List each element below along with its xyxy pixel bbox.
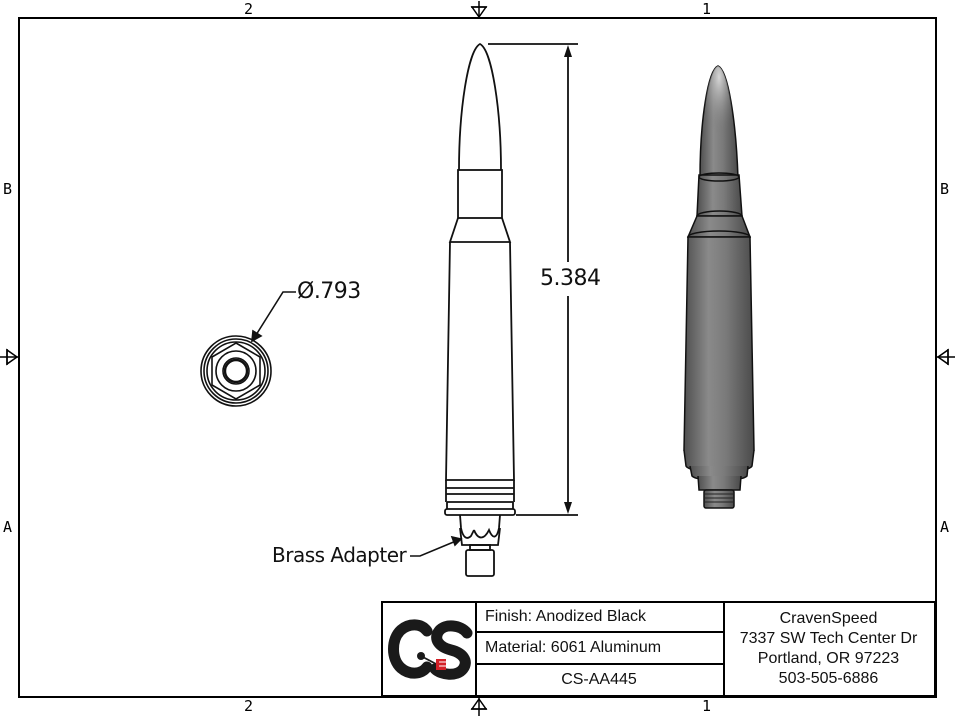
company-name: CravenSpeed — [779, 610, 878, 627]
zone-label-bottom-1: 1 — [702, 697, 712, 715]
title-block-specs: Finish: Anodized Black Material: 6061 Al… — [475, 603, 725, 695]
centering-mark-top-icon — [470, 1, 488, 19]
centering-mark-bottom-icon — [470, 697, 488, 716]
cs-logo-icon — [388, 619, 473, 680]
brass-adapter-callout: Brass Adapter — [272, 543, 407, 567]
finish-field: Finish: Anodized Black — [475, 603, 723, 633]
material-field: Material: 6061 Aluminum — [475, 633, 723, 665]
company-address-line2: Portland, OR 97223 — [757, 650, 900, 667]
length-dimension: 5.384 — [540, 266, 601, 291]
company-address-line1: 7337 SW Tech Center Dr — [739, 630, 918, 647]
zone-label-right-a: A — [940, 518, 950, 536]
zone-label-top-2: 2 — [244, 0, 254, 18]
company-phone: 503-505-6886 — [778, 670, 879, 687]
zone-label-right-b: B — [940, 180, 950, 198]
diameter-dimension: Ø.793 — [297, 279, 361, 304]
zone-label-top-1: 1 — [702, 0, 712, 18]
company-logo — [383, 603, 477, 695]
part-number-field: CS-AA445 — [561, 671, 637, 688]
centering-mark-left-icon — [0, 348, 19, 366]
title-block: Finish: Anodized Black Material: 6061 Al… — [381, 601, 936, 697]
zone-label-left-a: A — [3, 518, 13, 536]
zone-label-left-b: B — [3, 180, 13, 198]
centering-mark-right-icon — [936, 348, 955, 366]
zone-label-bottom-2: 2 — [244, 697, 254, 715]
company-info: CravenSpeed 7337 SW Tech Center Dr Portl… — [723, 603, 934, 695]
